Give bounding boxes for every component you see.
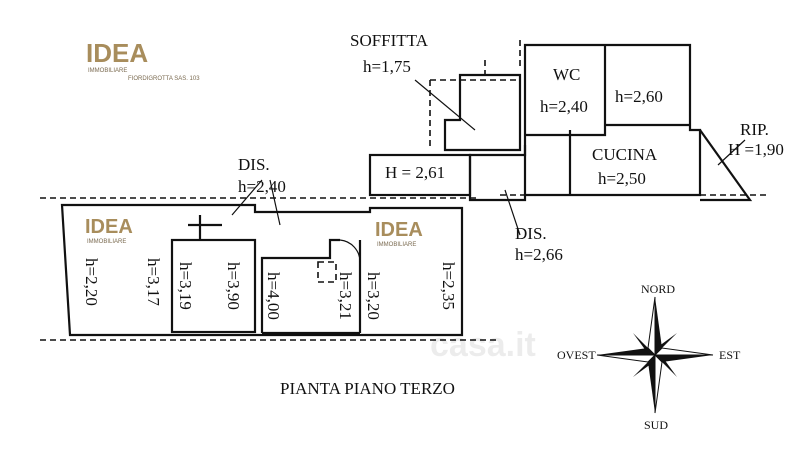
idea-logo-2: IDEA IMMOBILIARE — [85, 216, 133, 245]
compass-north: NORD — [641, 282, 675, 296]
height-label: h=3,90 — [224, 262, 243, 310]
logo-brand: IDEA — [86, 38, 148, 68]
wall-cross — [188, 215, 222, 240]
cucina-label: CUCINA — [592, 145, 658, 164]
soffitta-height: h=1,75 — [363, 57, 411, 76]
height-label: h=3,20 — [364, 272, 383, 320]
dis-upper-label: DIS. — [238, 155, 270, 174]
rip-height: H =1,90 — [728, 140, 784, 159]
logo-sub: IMMOBILIARE — [88, 68, 127, 74]
compass-rose: NORD SUD EST OVEST — [557, 282, 741, 432]
dis-266-height: h=2,66 — [515, 245, 563, 264]
compass-south: SUD — [644, 418, 668, 432]
room-319-390 — [170, 238, 257, 334]
room-261-height: H = 2,61 — [385, 163, 445, 182]
compass-west: OVEST — [557, 348, 596, 362]
idea-logo: IDEA IMMOBILIARE FIORDIGROTTA SAS. 103 — [86, 38, 200, 82]
compass-east: EST — [719, 348, 741, 362]
watermark: casa.it — [430, 326, 536, 364]
right-block-partitions — [523, 45, 690, 195]
dis-leader-lines — [231, 179, 281, 226]
cucina-height: h=2,50 — [598, 169, 646, 188]
logo-sub: IMMOBILIARE — [377, 242, 416, 248]
room-400-321 — [260, 238, 362, 335]
dis-266-label: DIS. — [515, 224, 547, 243]
dis-upper-height: h=2,40 — [238, 177, 286, 196]
height-label: h=3,17 — [144, 258, 163, 306]
logo-brand: IDEA — [85, 216, 133, 238]
logo-sub: IMMOBILIARE — [87, 239, 126, 245]
height-label: h=4,00 — [264, 272, 283, 320]
dashed-box — [317, 261, 337, 283]
right-block-walls — [468, 43, 702, 202]
rip-label: RIP. — [740, 120, 769, 139]
soffitta-label: SOFFITTA — [350, 31, 429, 50]
plan-title: PIANTA PIANO TERZO — [280, 379, 455, 398]
height-label: h=3,19 — [176, 262, 195, 310]
wc-height: h=2,40 — [540, 97, 588, 116]
logo-tagline: FIORDIGROTTA SAS. 103 — [128, 76, 200, 82]
soffitta-leader — [414, 79, 476, 131]
room-260-height: h=2,60 — [615, 87, 663, 106]
height-label: h=2,20 — [82, 258, 101, 306]
soffitta-walls — [443, 73, 522, 152]
logo-brand: IDEA — [375, 219, 423, 241]
wc-label: WC — [553, 65, 580, 84]
lower-block-walls — [60, 203, 464, 337]
leader-lines — [504, 139, 746, 236]
idea-logo-3: IDEA IMMOBILIARE — [375, 219, 423, 248]
rip-walls — [699, 129, 753, 202]
door-swing — [339, 239, 361, 263]
height-label: h=3,21 — [336, 272, 355, 320]
height-label: h=2,35 — [439, 262, 458, 310]
